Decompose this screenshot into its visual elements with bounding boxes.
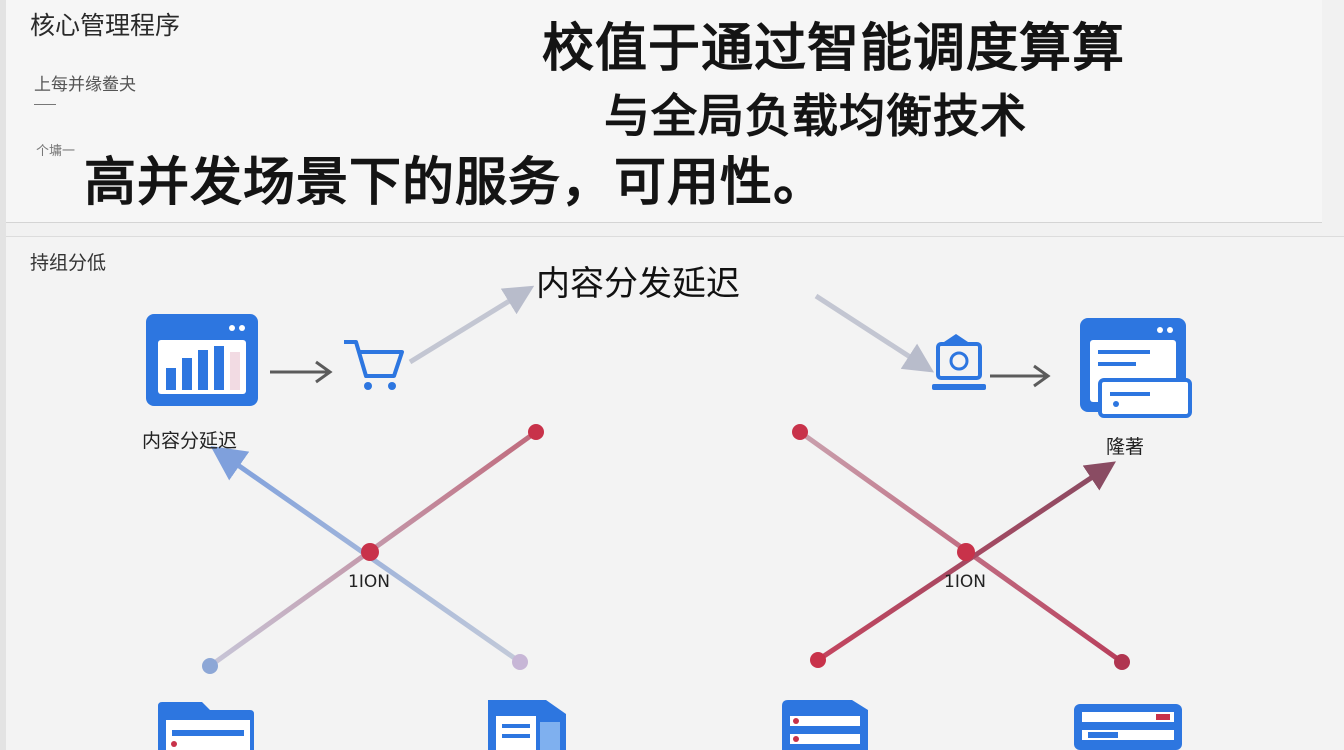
right-center-node — [957, 543, 975, 561]
left-center-node — [361, 543, 379, 561]
folder-icon[interactable] — [158, 702, 254, 750]
section-label: 持组分低 — [30, 252, 107, 274]
connector-chart-to-cart-head — [315, 360, 333, 384]
header-pane: 核心管理程序 上每并缘鲞夬 个墉一 — [6, 0, 1322, 223]
right-cross-label: 1ION — [944, 572, 986, 592]
document-window-icon[interactable] — [1080, 318, 1192, 418]
connector-monitor-to-document-head — [1033, 364, 1051, 388]
right-bottom-right-node — [1114, 654, 1130, 670]
small-note: 个墉一 — [36, 144, 76, 159]
server-rack-icon[interactable] — [782, 700, 868, 750]
server-stack-icon[interactable] — [1074, 704, 1182, 750]
right-node-label: 隆著 — [1106, 436, 1145, 458]
screen: 核心管理程序 上每并缘鲞夬 个墉一 — [6, 0, 1344, 750]
right-cross-line-b — [816, 461, 1116, 663]
right-top-node — [792, 424, 808, 440]
left-top-node — [528, 424, 544, 440]
connector-cart-to-title — [408, 285, 535, 365]
subtitle: 上每并缘鲞夬 — [34, 75, 136, 95]
monitor-device-icon[interactable] — [932, 334, 986, 390]
headline-line-3: 高并发场景下的服务，可用性。 — [84, 153, 827, 213]
bar-chart-window-icon[interactable] — [146, 314, 258, 406]
headline-line-2: 与全局负载均衡技术 — [604, 89, 1027, 143]
diagram-canvas — [146, 285, 1192, 750]
shopping-cart-icon[interactable] — [344, 340, 404, 390]
headline-line-1: 校值于通过智能调度算算 — [542, 19, 1126, 79]
flow-title: 内容分发延迟 — [536, 264, 740, 304]
app-title: 核心管理程序 — [30, 11, 181, 40]
left-bottom-right-node — [512, 654, 528, 670]
left-cross-label: 1ION — [348, 572, 390, 592]
right-bottom-left-node — [810, 652, 826, 668]
connector-title-to-monitor — [814, 293, 935, 373]
divider — [34, 104, 56, 105]
left-node-label: 内容分延迟 — [142, 430, 238, 452]
document-stack-icon[interactable] — [488, 700, 566, 750]
left-bottom-left-node — [202, 658, 218, 674]
